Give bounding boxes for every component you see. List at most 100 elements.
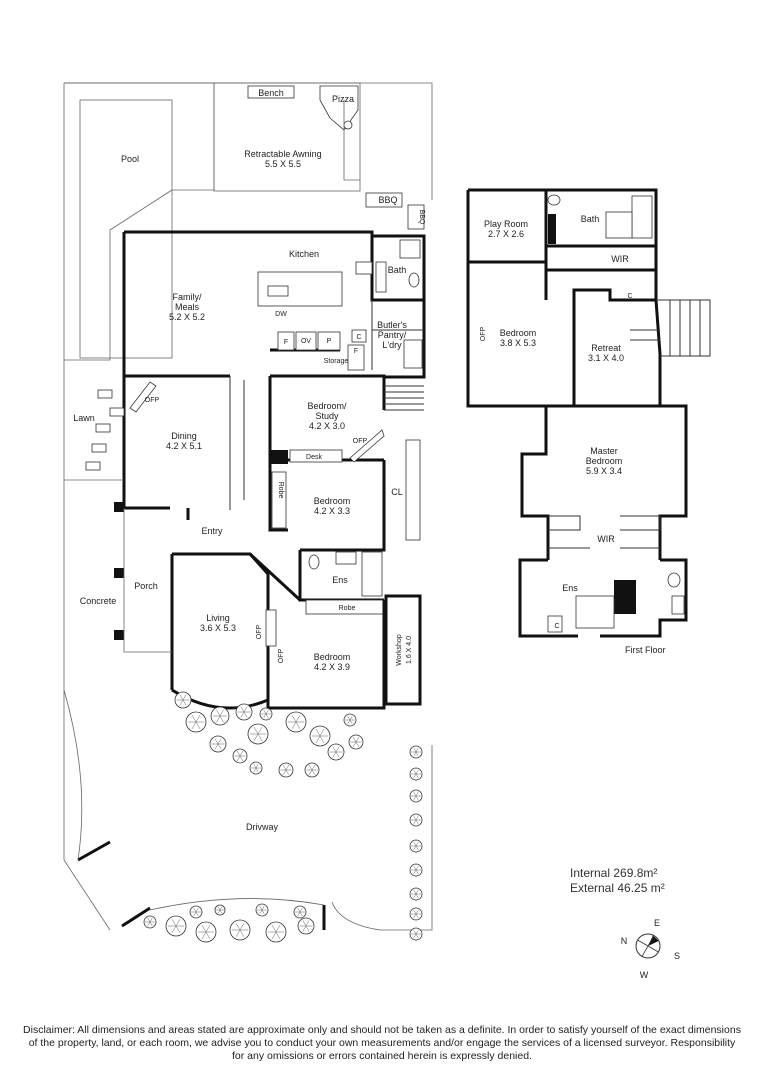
sink	[267, 285, 289, 297]
tree-detail	[413, 815, 419, 825]
label-storage: Storage	[324, 358, 349, 365]
label-family-dim: 5.2 X 5.2	[169, 312, 205, 322]
bath-tub	[631, 195, 653, 239]
porch	[123, 508, 172, 653]
label-entry: Entry	[201, 526, 223, 536]
label-study: Study	[315, 411, 339, 421]
tree-detail	[216, 709, 224, 723]
label-pantry: Pantry/	[378, 330, 407, 340]
tree-detail	[217, 906, 223, 914]
label-pool: Pool	[121, 154, 139, 164]
label-wir-1: WIR	[611, 254, 629, 264]
steps	[384, 385, 424, 411]
label-f1: F	[284, 339, 288, 346]
tree-detail	[413, 889, 419, 899]
compass-s: S	[674, 951, 680, 961]
label-workshop: Workshop	[396, 634, 403, 665]
label-family: Family/	[173, 292, 202, 302]
label-ofp-3: OFP	[256, 624, 263, 639]
stairs	[656, 299, 711, 357]
label-robe-2: Robe	[339, 605, 356, 612]
label-awning: Retractable Awning	[244, 149, 321, 159]
label-bath-ground: Bath	[388, 265, 407, 275]
label-meals: Meals	[175, 302, 200, 312]
label-dining: Dining	[171, 431, 197, 441]
label-bbq-2: BBQ	[418, 210, 425, 225]
label-bedroom-4: Bedroom	[500, 328, 537, 338]
label-master-2: Bedroom	[586, 456, 623, 466]
label-bench: Bench	[258, 88, 284, 98]
label-ofp-1: OFP	[145, 397, 160, 404]
site-boundary	[63, 82, 433, 931]
label-f2: F	[354, 348, 358, 355]
first-floor-label: First Floor	[625, 645, 666, 655]
tree-detail	[302, 920, 310, 932]
tree-detail	[413, 865, 419, 875]
label-ofp-5: OFP	[480, 326, 487, 341]
label-play-dim: 2.7 X 2.6	[488, 229, 524, 239]
label-butlers: Butler's	[377, 320, 407, 330]
label-desk: Desk	[306, 454, 322, 461]
tree-detail	[236, 751, 244, 761]
label-retreat-dim: 3.1 X 4.0	[588, 353, 624, 363]
tree-detail	[352, 737, 360, 747]
area-external: External 46.25 m²	[570, 881, 665, 895]
tree-detail	[297, 907, 303, 917]
tree-detail	[315, 728, 325, 744]
bbq-1	[365, 192, 403, 208]
label-master: Master	[590, 446, 618, 456]
toilet	[408, 272, 420, 288]
label-awning-dim: 5.5 X 5.5	[265, 159, 301, 169]
shower-ens	[361, 551, 383, 597]
tree-detail	[253, 726, 263, 742]
label-ens-ground: Ens	[332, 575, 348, 585]
label-living: Living	[206, 613, 230, 623]
label-ldry: L'dry	[382, 340, 402, 350]
tree-detail	[263, 709, 269, 719]
kitchen-island	[257, 271, 343, 307]
bbq-2	[407, 204, 425, 230]
label-lawn: Lawn	[73, 413, 95, 423]
tree-detail	[347, 715, 353, 725]
desk	[289, 449, 343, 463]
label-porch: Porch	[134, 581, 158, 591]
compass-w: W	[640, 970, 649, 980]
tree-detail	[147, 917, 153, 927]
tree-detail	[282, 765, 290, 775]
label-bbq-1: BBQ	[378, 195, 397, 205]
label-dw: DW	[275, 311, 287, 318]
retractable-awning	[213, 82, 361, 192]
label-concrete: Concrete	[80, 596, 117, 606]
tree-detail	[413, 769, 419, 779]
tree-detail	[413, 909, 419, 919]
tree-detail	[214, 738, 222, 750]
tree-detail	[332, 746, 340, 758]
tree-detail	[413, 841, 419, 851]
label-robe-1: Robe	[277, 482, 284, 499]
tree-detail	[240, 706, 248, 718]
compass	[635, 933, 661, 959]
shower	[399, 239, 421, 259]
disclaimer: Disclaimer: All dimensions and areas sta…	[23, 1024, 741, 1062]
compass-e: E	[654, 918, 660, 928]
tree-detail	[271, 924, 281, 940]
label-bedroom-3: Bedroom	[314, 652, 351, 662]
label-pizza: Pizza	[332, 94, 354, 104]
label-bath-first: Bath	[581, 214, 600, 224]
pool-surround	[64, 82, 215, 191]
label-driveway: Drivway	[246, 822, 279, 832]
label-workshop-dim: 1.6 X 4.0	[406, 636, 413, 664]
label-c-3: C	[554, 623, 559, 630]
tree-detail	[253, 763, 259, 773]
label-bedroom-3-dim: 4.2 X 3.9	[314, 662, 350, 672]
label-kitchen: Kitchen	[289, 249, 319, 259]
trees	[143, 691, 423, 943]
label-cl: CL	[391, 487, 403, 497]
compass-n: N	[621, 936, 628, 946]
label-ens-first: Ens	[562, 583, 578, 593]
workshop	[384, 594, 422, 706]
tree-detail	[308, 765, 316, 775]
label-bedroom-2-dim: 4.2 X 3.3	[314, 506, 350, 516]
tree-detail	[235, 922, 245, 938]
